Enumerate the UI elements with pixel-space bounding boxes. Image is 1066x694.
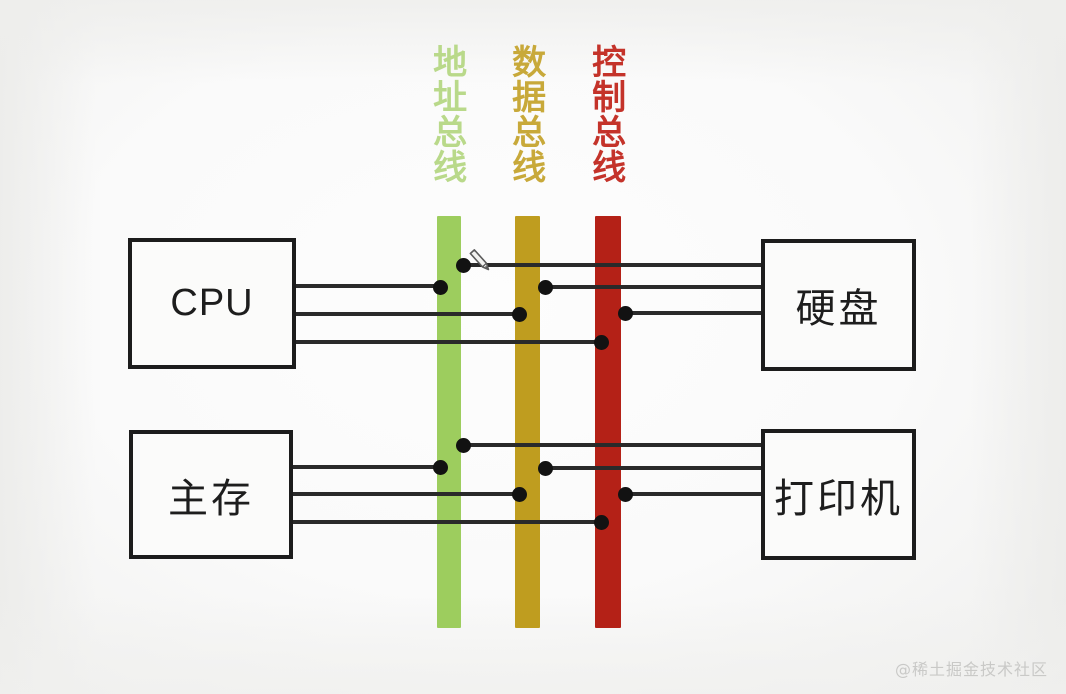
wire-disk-data: [545, 285, 761, 289]
wire-memory-address: [293, 465, 447, 469]
wire-printer-address: [463, 443, 761, 447]
control-bus-bar: [595, 216, 621, 628]
wire-memory-data: [293, 492, 526, 496]
wire-memory-control: [293, 520, 608, 524]
unit-box-disk: 硬盘: [761, 239, 916, 371]
junction-dot-memory-data: [512, 487, 527, 502]
junction-dot-memory-control: [594, 515, 609, 530]
wire-cpu-data: [296, 312, 526, 316]
junction-dot-cpu-address: [433, 280, 448, 295]
wire-printer-control: [625, 492, 761, 496]
junction-dot-cpu-data: [512, 307, 527, 322]
junction-dot-memory-address: [433, 460, 448, 475]
junction-dot-disk-control: [618, 306, 633, 321]
unit-label-disk: 硬盘: [795, 286, 882, 332]
watermark: @稀土掘金技术社区: [894, 660, 1048, 679]
junction-dot-printer-address: [456, 438, 471, 453]
data-bus-label: 数据总线: [505, 44, 546, 184]
wire-disk-address: [463, 263, 761, 267]
unit-label-cpu: CPU: [170, 282, 254, 324]
wire-cpu-control: [296, 340, 608, 344]
unit-box-cpu: CPU: [128, 238, 296, 369]
junction-dot-cpu-control: [594, 335, 609, 350]
junction-dot-disk-address: [456, 258, 471, 273]
wire-disk-control: [625, 311, 761, 315]
junction-dot-printer-control: [618, 487, 633, 502]
address-bus-label: 地址总线: [426, 44, 467, 184]
wire-cpu-address: [296, 284, 447, 288]
unit-box-memory: 主存: [129, 430, 293, 559]
control-bus-label: 控制总线: [585, 44, 626, 184]
data-bus-bar: [515, 216, 540, 628]
unit-label-printer: 打印机: [774, 475, 903, 522]
junction-dot-disk-data: [538, 280, 553, 295]
wire-printer-data: [545, 466, 761, 470]
junction-dot-printer-data: [538, 461, 553, 476]
unit-label-memory: 主存: [168, 475, 254, 522]
unit-box-printer: 打印机: [761, 429, 916, 560]
pen-stylus-icon: [460, 243, 500, 283]
address-bus-bar: [437, 216, 461, 628]
